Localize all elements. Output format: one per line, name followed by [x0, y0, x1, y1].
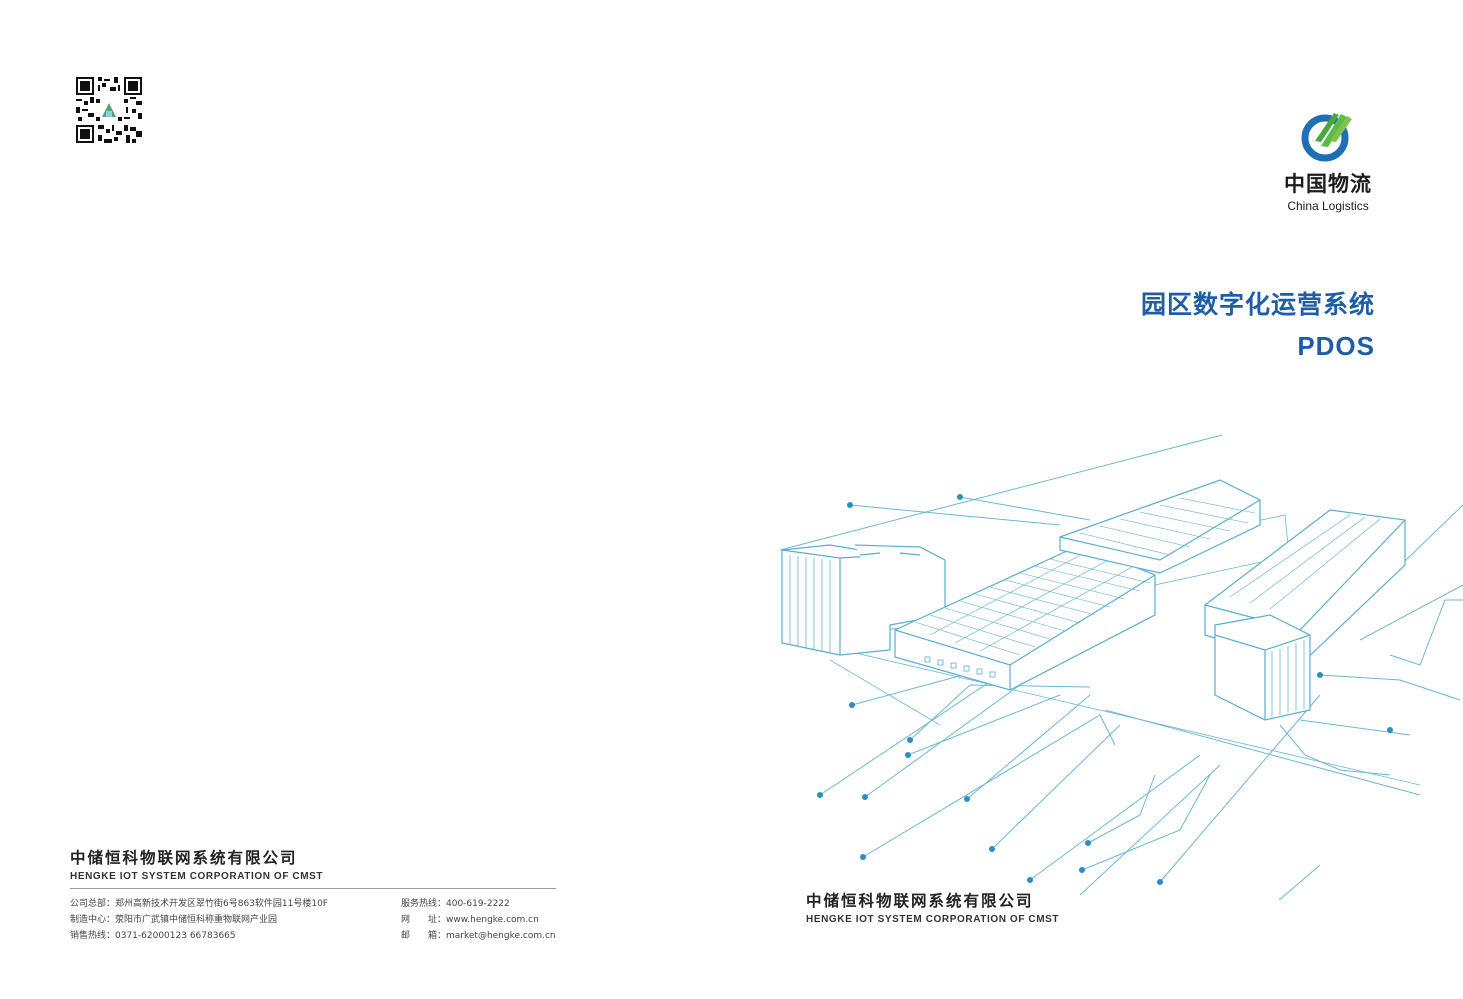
brand-name-cn: 中国物流 [1284, 172, 1372, 196]
contact-info-left: 公司总部：郑州高新技术开发区翠竹街6号863软件园11号楼10F 制造中心：荥阳… [70, 896, 328, 944]
company-name-en: HENGKE IOT SYSTEM CORPORATION OF CMST [70, 871, 324, 882]
contact-service-hotline: 服务热线：400-619-2222 [401, 899, 510, 909]
company-name-en: HENGKE IOT SYSTEM CORPORATION OF CMST [806, 914, 1060, 925]
company-block-right: 中储恒科物联网系统有限公司 HENGKE IOT SYSTEM CORPORAT… [806, 889, 1059, 925]
contact-info-right: 服务热线：400-619-2222 网 址：www.hengke.com.cn … [401, 896, 556, 944]
qr-code-icon [76, 77, 142, 143]
company-block-left: 中储恒科物联网系统有限公司 HENGKE IOT SYSTEM CORPORAT… [70, 846, 323, 882]
contact-website: 网 址：www.hengke.com.cn [401, 915, 539, 925]
product-title-cn: 园区数字化运营系统 [1140, 290, 1375, 319]
contact-sales-hotline: 销售热线：0371-62000123 66783665 [70, 931, 236, 941]
brand-logo: 中国物流 China Logistics [1278, 108, 1378, 213]
brand-name-en: China Logistics [1287, 199, 1369, 213]
company-name-cn: 中储恒科物联网系统有限公司 [806, 892, 1034, 910]
contact-manufacturing: 制造中心：荥阳市广武镇中储恒科称重物联网产业园 [70, 915, 278, 925]
china-logistics-logo-icon [1301, 113, 1352, 162]
contact-email: 邮 箱：market@hengke.com.cn [401, 931, 556, 941]
company-name-cn: 中储恒科物联网系统有限公司 [70, 849, 298, 867]
product-title: 园区数字化运营系统 PDOS [1141, 285, 1375, 362]
contact-headquarters: 公司总部：郑州高新技术开发区翠竹街6号863软件园11号楼10F [70, 899, 328, 909]
divider [70, 888, 556, 889]
logistics-park-illustration [779, 434, 1463, 900]
product-title-en: PDOS [1297, 331, 1375, 361]
